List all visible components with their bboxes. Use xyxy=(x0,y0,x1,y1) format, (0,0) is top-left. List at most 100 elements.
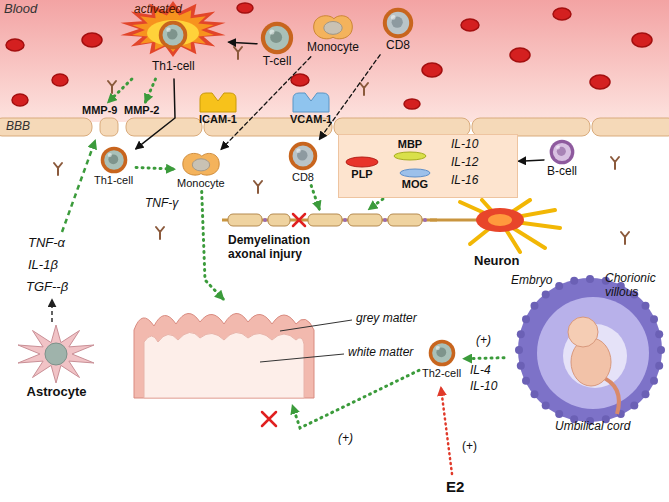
astrocyte-figure-part xyxy=(45,343,67,365)
b-cell-icon-wrap xyxy=(549,139,575,165)
myelin-protein: MOG xyxy=(397,167,433,192)
monocyte-icon-part xyxy=(314,16,353,39)
axon-figure-part xyxy=(293,214,305,226)
background-figure-part xyxy=(54,163,62,175)
vcam-shape-part xyxy=(293,93,329,112)
estradiol-arrow xyxy=(441,388,452,474)
brain-figure-part xyxy=(260,354,344,362)
th2-cell-icon-part xyxy=(435,346,439,350)
embryo-figure-part xyxy=(518,278,662,422)
connector-arrow xyxy=(464,358,504,359)
embryo-figure-part xyxy=(522,315,530,323)
brain-figure-part xyxy=(144,332,304,398)
axon-figure-part xyxy=(388,214,422,226)
cd8-cell-icon-wrap xyxy=(288,141,318,171)
connector-arrow xyxy=(311,186,319,209)
mmp-label: MMP-2 xyxy=(122,103,161,118)
background-figure-part xyxy=(108,81,116,93)
background-figure-part xyxy=(592,118,669,136)
background-figure-part xyxy=(52,74,68,86)
text-holder: (+) xyxy=(462,440,477,454)
cd8-cell: CD8 xyxy=(286,140,320,185)
th2-cell-icon-part xyxy=(432,343,452,363)
embryo-sphere: EmbryoChorionic villousUmbilical cord xyxy=(505,268,669,443)
text-holder: IL-16 xyxy=(451,174,478,188)
brain-figure-part xyxy=(280,320,352,331)
t-cell-icon xyxy=(260,21,294,55)
effect-sign: (+) xyxy=(462,440,477,454)
activated-th1-cell: activatedTh1-cell xyxy=(118,0,228,78)
region-label: Blood xyxy=(4,2,37,17)
text-holder: IL-4 xyxy=(470,364,491,378)
axon-figure-part xyxy=(263,218,267,222)
background-figure-part xyxy=(100,118,118,136)
text-holder: Chorionic villous xyxy=(605,272,665,300)
cd8-cell-icon xyxy=(288,141,318,171)
connector-arrow xyxy=(202,192,224,299)
monocyte-icon-part xyxy=(324,21,342,34)
background-figure-part xyxy=(234,47,242,59)
cd8-cell-icon-part xyxy=(387,12,409,34)
axon-figure-part xyxy=(268,214,290,226)
monocyte-icon-wrap xyxy=(310,13,356,41)
th1-cell-icon-part xyxy=(163,25,184,46)
antigen-box-text: IL-12 xyxy=(451,156,478,170)
text-holder: IL-10 xyxy=(451,138,478,152)
background-figure-part xyxy=(461,19,479,31)
connector-arrow xyxy=(136,167,174,169)
bbb-endothelium xyxy=(0,118,669,136)
mog-shape-part xyxy=(400,169,430,177)
edge-label: (+) xyxy=(474,334,493,348)
neuron-figure-part xyxy=(430,219,482,222)
edge-label: TNF-γ xyxy=(143,197,180,211)
embryo-figure-part xyxy=(517,362,525,370)
embryo-figure-part xyxy=(642,302,650,310)
embryo-figure-part xyxy=(555,410,563,418)
monocyte-icon-part xyxy=(183,153,219,175)
embryo-sphere-text: Embryo xyxy=(511,274,552,288)
embryo-figure-part xyxy=(542,291,550,299)
mbp-shape-part xyxy=(394,152,426,160)
cytokine-arrow xyxy=(62,141,95,232)
axon-figure-wrap xyxy=(222,210,437,232)
embryo-figure-part xyxy=(650,377,658,385)
b-cell-icon-part xyxy=(556,146,560,150)
embryo-figure-part xyxy=(657,346,665,354)
antigen-box: IL-10IL-12IL-16PLPMBPMOG xyxy=(338,134,518,198)
cytokine-label: TNF-α xyxy=(28,236,65,251)
th2-cell-icon-part xyxy=(428,340,455,367)
astrocyte-figure-wrap xyxy=(14,323,99,385)
embryo-figure-part xyxy=(531,390,539,398)
embryo-figure-part xyxy=(522,377,530,385)
text-holder: Embryo xyxy=(511,274,552,288)
icam-shape-part xyxy=(200,93,236,112)
background-figure-part xyxy=(360,83,368,95)
th1-cell-icon-part xyxy=(159,21,188,50)
cd8-cell-icon-part xyxy=(383,8,413,38)
t-cell-icon-part xyxy=(269,30,274,35)
cd8-cell-text: CD8 xyxy=(292,171,314,184)
th1-cell-icon-wrap xyxy=(158,20,188,50)
adhesion-molecule: ICAM-1 xyxy=(196,90,240,127)
text-holder: Blood xyxy=(4,2,37,17)
connector-arrow xyxy=(369,199,383,209)
mmp-label-text: MMP-2 xyxy=(124,104,159,117)
embryo-figure-part xyxy=(517,330,525,338)
icam-shape-wrap xyxy=(198,91,238,113)
axon-figure-part xyxy=(228,214,422,226)
background-figure-part xyxy=(156,227,164,239)
th1-cell: Th1-cell xyxy=(92,145,135,188)
icam-shape xyxy=(198,91,238,113)
cd8-cell-icon-part xyxy=(296,149,301,154)
embryo-figure-part xyxy=(655,362,663,370)
antigen-box-text: IL-16 xyxy=(451,174,478,188)
brain-section: grey matterwhite matter xyxy=(128,300,421,405)
background-figure-part xyxy=(611,157,619,169)
axon-figure xyxy=(222,210,437,232)
activated-th1-cell-text: Th1-cell xyxy=(152,60,195,74)
text-holder: grey matter xyxy=(356,312,417,326)
embryo-figure-part xyxy=(630,402,638,410)
th1-cell-icon-part xyxy=(104,150,124,170)
neuron-figure-part xyxy=(476,208,524,232)
t-cell-icon-wrap xyxy=(260,21,294,55)
